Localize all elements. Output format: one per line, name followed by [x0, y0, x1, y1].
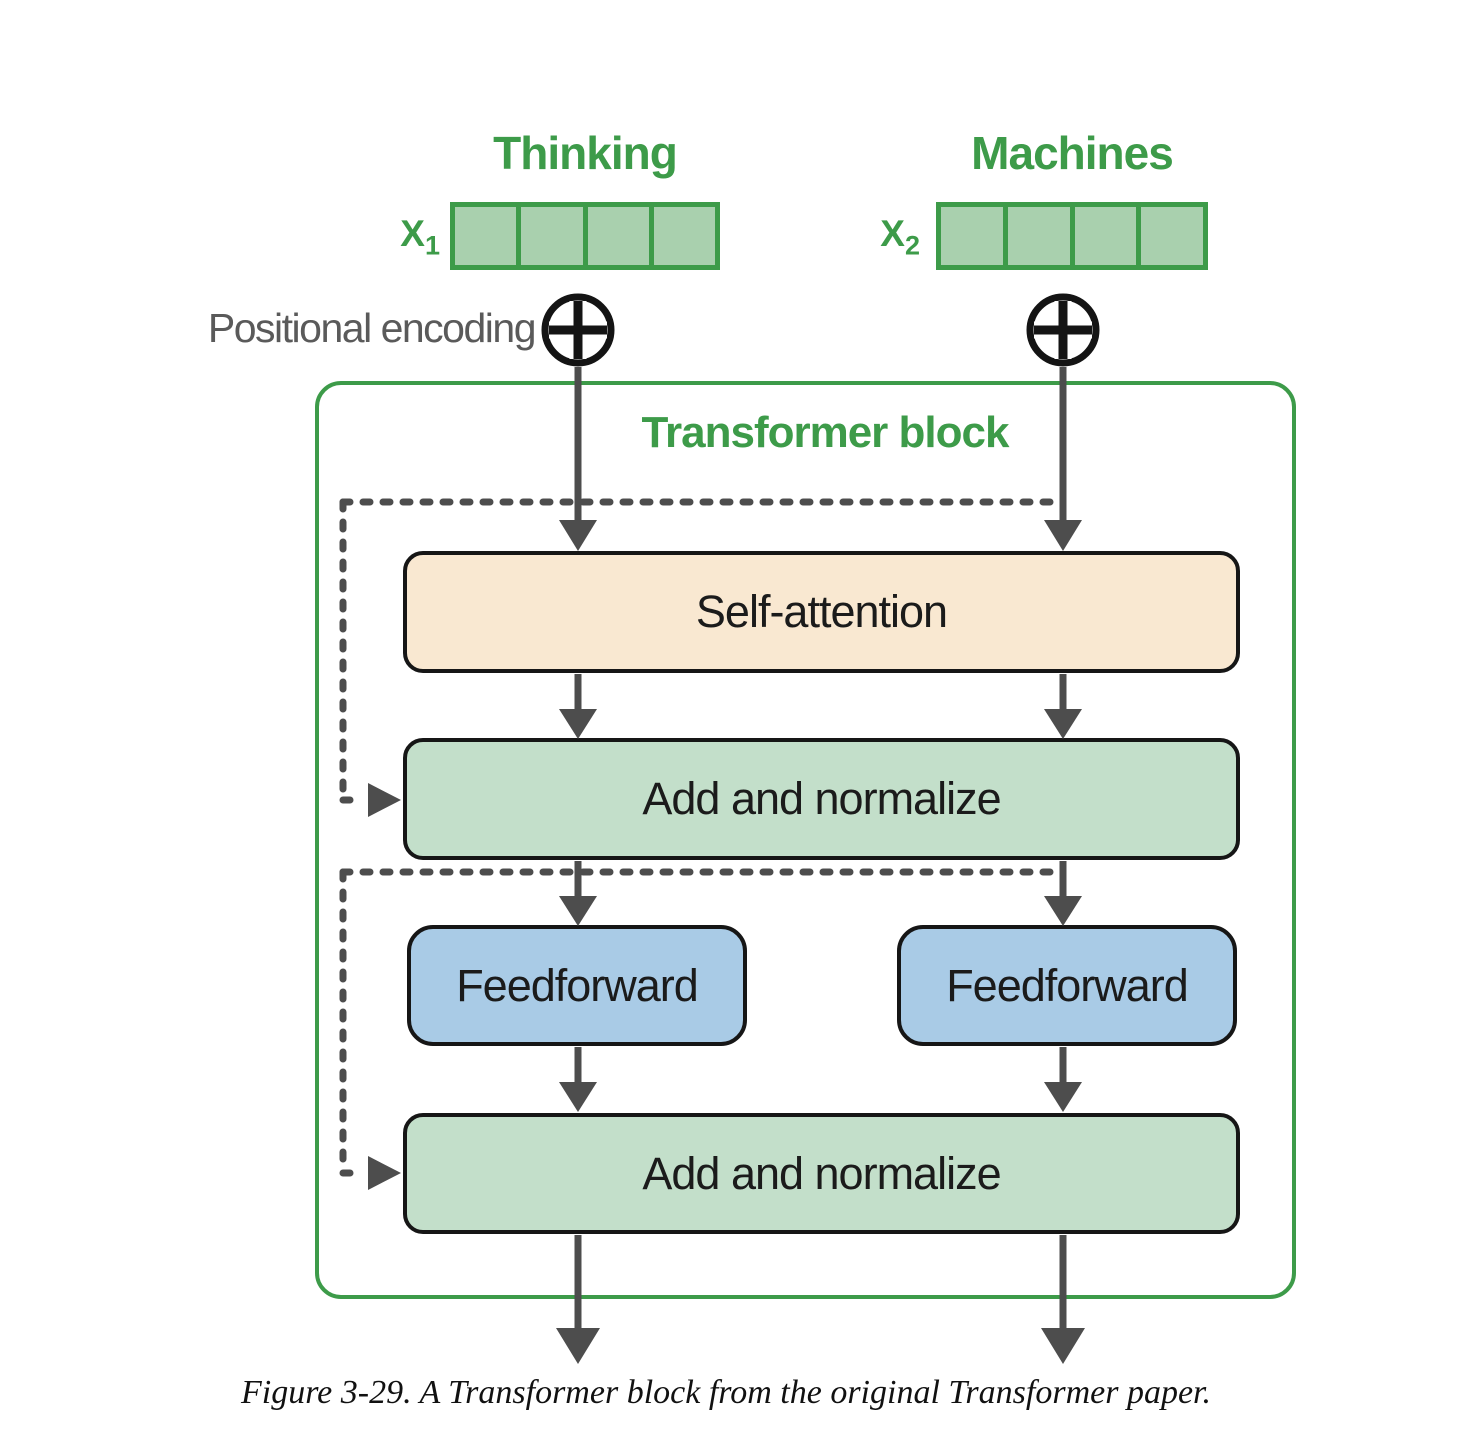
- transformer-block-outline: [315, 381, 1296, 1299]
- plus-circle-icon: [1026, 293, 1100, 367]
- embedding-cell: [1002, 207, 1070, 265]
- feedforward-box-right: Feedforward: [897, 925, 1237, 1046]
- self-attention-box: Self-attention: [403, 551, 1240, 673]
- embedding-cell: [455, 207, 517, 265]
- embedding-vector-x2: [936, 202, 1208, 270]
- embedding-label-x1: X1: [400, 213, 440, 261]
- plus-circle-icon: [541, 293, 615, 367]
- embedding-cell: [648, 207, 715, 265]
- token-label-machines: Machines: [971, 127, 1174, 179]
- transformer-block-title: Transformer block: [641, 408, 1010, 457]
- figure-caption: Figure 3-29. A Transformer block from th…: [241, 1374, 1211, 1411]
- feedforward-box-left: Feedforward: [407, 925, 747, 1046]
- embedding-vector-x1: [450, 202, 720, 270]
- embedding-cell: [941, 207, 1003, 265]
- token-label-thinking: Thinking: [493, 127, 678, 179]
- embedding-label-x2: X2: [880, 213, 920, 261]
- positional-encoding-label: Positional encoding: [207, 305, 537, 351]
- add-normalize-box-top: Add and normalize: [403, 738, 1240, 860]
- add-normalize-box-bottom: Add and normalize: [403, 1113, 1240, 1234]
- embedding-cell: [516, 207, 583, 265]
- embedding-cell: [1069, 207, 1137, 265]
- embedding-cell: [582, 207, 649, 265]
- embedding-cell: [1136, 207, 1203, 265]
